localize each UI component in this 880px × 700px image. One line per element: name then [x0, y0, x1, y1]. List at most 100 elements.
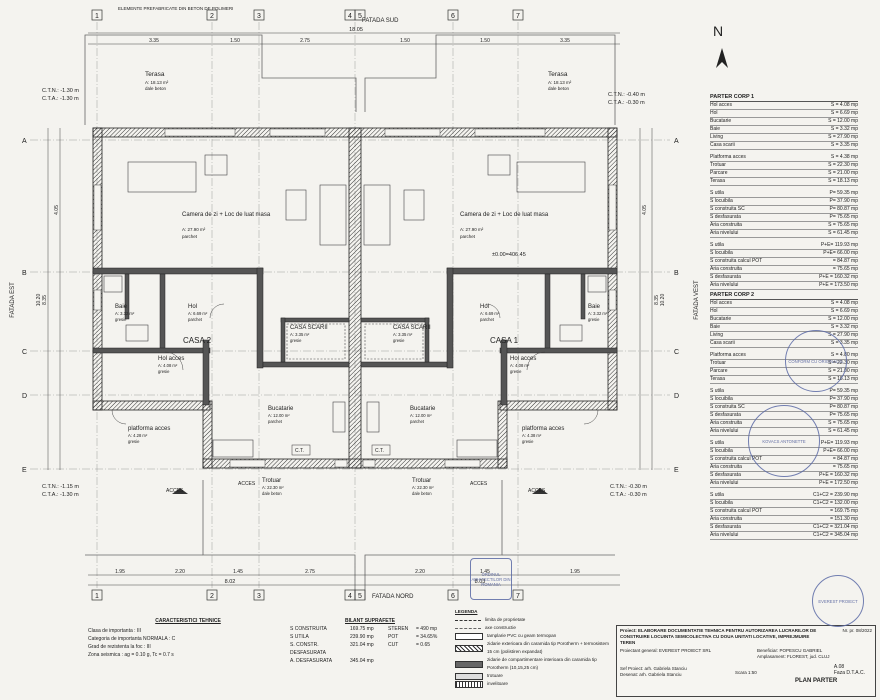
dim-value: 3.35: [149, 38, 159, 44]
axis-label: D: [674, 393, 679, 400]
access-label: ACCES: [470, 481, 488, 487]
bilant-cell: 321.04 mp: [350, 642, 374, 648]
bilant-cell: STEREN: [388, 626, 409, 632]
area-value: = 84.87 mp: [832, 258, 858, 264]
ct-label: C.T.: [295, 448, 304, 454]
area-label: S desfasurata: [710, 274, 741, 280]
area-value: S = 4.08 mp: [830, 102, 858, 108]
bilant-cell: S CONSTRUITA: [290, 626, 327, 632]
area-value: C1+C2 = 132.00 mp: [812, 500, 858, 506]
facade-north-label: FATADA NORD: [372, 594, 414, 600]
area-label: Aria nivelului: [710, 532, 739, 538]
area-value: S = 6.69 mp: [830, 110, 858, 116]
area-value: S = 22.30 mp: [828, 162, 858, 168]
area-value: = 151.30 mp: [830, 516, 858, 522]
dim-value: 2.75: [305, 569, 315, 575]
area-value: P= 80.87 mp: [829, 404, 859, 410]
area-label: S locuibila: [710, 500, 733, 506]
area-label: Baie: [710, 126, 721, 132]
areas-heading: PARTER CORP 1: [710, 94, 858, 102]
tech-line: Zona seismica : ag = 0.10 g, Tc = 0.7 s: [88, 652, 174, 658]
room-labels: Terasa A: 18.13 m² dale beton Terasa A: …: [115, 71, 608, 496]
dim-value: 4.05: [54, 205, 60, 215]
area-value: P+E= 119.93 mp: [820, 440, 858, 446]
area-value: C1+C2 = 345.04 mp: [812, 532, 858, 538]
room-finish: parchet: [460, 234, 476, 239]
area-value: S = 3.32 mp: [830, 324, 858, 330]
level-mark: C.T.A.: -0.30 m: [610, 492, 647, 498]
room-area: A: 6.69 m²: [480, 311, 500, 316]
access-label: ACCES: [528, 488, 546, 494]
area-value: P+E= 66.00 mp: [823, 250, 858, 256]
bilant-cell: S. CONSTR. DESFASURATA: [290, 642, 326, 656]
area-value: S = 27.90 mp: [828, 332, 858, 338]
area-value: S = 75.65 mp: [828, 420, 858, 426]
dim-value: 3.35: [560, 38, 570, 44]
area-label: S locuibila: [710, 448, 733, 454]
room-area: A: 4.08 m²: [510, 363, 530, 368]
area-label: Casa scarii: [710, 142, 735, 148]
access-arrows: [172, 488, 548, 494]
title-block: Proiect: ELABORARE DOCUMENTATIE TEHNICA …: [616, 625, 876, 697]
area-value: S = 12.00 mp: [828, 118, 858, 124]
axis-label: 7: [516, 13, 520, 20]
interior-walls: [92, 267, 618, 406]
area-label: Trotuar: [710, 360, 726, 366]
area-label: S construita SC: [710, 206, 745, 212]
areas-heading: PARTER CORP 2: [710, 292, 858, 300]
house-label: CASA 2: [183, 336, 212, 345]
level-mark: C.T.N.: -0.30 m: [610, 484, 647, 490]
area-label: Aria construita: [710, 420, 742, 426]
plan-name: PLAN PARTER: [795, 678, 838, 684]
project-number: Nr. pr. 08/2022: [842, 628, 872, 633]
area-label: Platforma acces: [710, 154, 746, 160]
beneficiary: Beneficiar: POPESCU GABRIEL Amplasament:…: [757, 648, 830, 659]
area-label: Aria construita: [710, 516, 742, 522]
axis-label: 3: [257, 593, 261, 600]
room-finish: gresie: [158, 369, 170, 374]
legend-item: invelitoare: [455, 680, 615, 688]
furniture: [103, 154, 607, 458]
area-label: Living: [710, 134, 724, 140]
room-name: Hol acces: [510, 356, 536, 362]
level-mark: C.T.A.: -1.30 m: [42, 492, 79, 498]
room-name: Trotuar: [412, 478, 431, 484]
area-label: S utila: [710, 388, 724, 394]
area-label: S desfasurata: [710, 214, 741, 220]
technical-characteristics: CARACTERISTICI TEHNICE Clasa de importan…: [88, 617, 288, 659]
area-label: Hol: [710, 308, 718, 314]
dim-total: 8.03: [475, 579, 486, 585]
area-value: S = 12.00 mp: [828, 316, 858, 322]
tech-line: Categoria de importanta NORMALA : C: [88, 636, 176, 642]
axis-label: B: [22, 270, 27, 277]
legend-item: tamplarie PVC cu geam termopan: [455, 632, 615, 640]
axis-label: A: [674, 138, 679, 145]
area-value: P+E= 66.00 mp: [823, 448, 858, 454]
grid-axes-top: 1 2 3 4 5 6 7: [91, 9, 524, 21]
room-finish: gresie: [393, 338, 405, 343]
designer: Proiectant general: EVEREST PROIECT SRL: [620, 648, 712, 653]
dim-overall: 18.05: [349, 27, 363, 33]
room-finish: parchet: [188, 317, 203, 322]
area-row: S locuibila C1+C2 = 132.00 mp: [710, 500, 858, 508]
area-value: = 84.87 mp: [832, 456, 858, 462]
conformity-stamp: CONFORM CU ORIGINALUL: [785, 330, 847, 392]
area-label: S desfasurata: [710, 472, 741, 478]
level-mark: C.T.N.: -1.30 m: [42, 88, 79, 94]
room-name: Terasa: [145, 71, 165, 78]
grid-axes-side: A B C D E A B C D E: [22, 138, 679, 474]
